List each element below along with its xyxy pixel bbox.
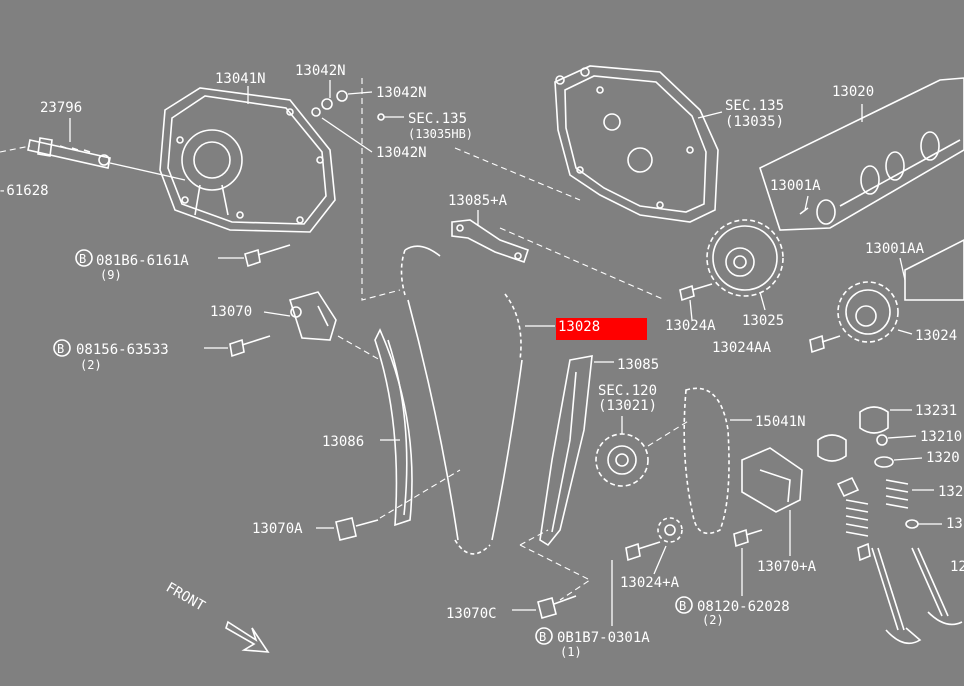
label-15041N: 15041N <box>755 414 806 430</box>
label-sec120-ref: (13021) <box>598 398 657 414</box>
crank-sprocket[interactable] <box>595 433 649 487</box>
label-13070: 13070 <box>210 304 252 320</box>
slack-guide-13086[interactable] <box>374 328 413 527</box>
front-cover-part[interactable] <box>159 87 336 233</box>
valve-spring[interactable] <box>845 479 909 537</box>
bolt-08120[interactable] <box>733 528 763 548</box>
oring-part[interactable] <box>321 98 333 110</box>
valve-seal[interactable] <box>905 519 919 529</box>
bolt-081B6[interactable] <box>244 244 291 268</box>
valve-lifter-2[interactable] <box>817 434 847 462</box>
label-08156-qty: (2) <box>80 358 102 372</box>
bolt-13070C[interactable] <box>537 595 577 619</box>
label-1320: 1320 <box>926 450 960 466</box>
label-08120-qty: (2) <box>702 613 724 627</box>
bolt-symbol-icon-2 <box>53 339 71 357</box>
bolt-symbol-icon <box>75 249 93 267</box>
label-13070C: 13070C <box>446 606 497 622</box>
label-13042N-top: 13042N <box>295 63 346 79</box>
label-13001A: 13001A <box>770 178 821 194</box>
timing-chain-13028[interactable] <box>400 245 523 555</box>
label-23796: 23796 <box>40 100 82 116</box>
cam-sprocket-right[interactable] <box>837 281 899 343</box>
valve-lifter-13231[interactable] <box>859 406 889 434</box>
label-13020: 13020 <box>832 84 874 100</box>
tensioner-13070pA[interactable] <box>741 447 803 513</box>
label-13001AA: 13001AA <box>865 241 925 257</box>
circle-b-3: B <box>679 599 686 613</box>
front-arrow-icon <box>225 620 270 653</box>
label-sec135-a: SEC.135 <box>408 111 467 127</box>
label-13024A: 13024A <box>665 318 716 334</box>
circle-b-2: B <box>57 342 64 356</box>
label-13025: 13025 <box>742 313 784 329</box>
label-sec135-b-ref: (13035) <box>725 114 784 130</box>
bolt-13024A[interactable] <box>679 283 713 302</box>
label-13042N-low: 13042N <box>376 145 427 161</box>
label-sec135-a-ref: (13035HB) <box>408 127 473 141</box>
valve-stem[interactable] <box>871 547 963 645</box>
cam-sprocket-13025[interactable] <box>706 219 784 297</box>
tension-guide-13085[interactable] <box>539 355 593 547</box>
label-0B1B7-qty: (1) <box>560 645 582 659</box>
bolt-08156[interactable] <box>229 335 271 358</box>
chain-guide-13085A[interactable] <box>451 219 530 264</box>
label-13024pA: 13024+A <box>620 575 680 591</box>
label-sec120: SEC.120 <box>598 383 657 399</box>
label-0B1B7: 0B1B7-0301A <box>557 630 650 646</box>
highlight-13028 <box>556 318 647 340</box>
label-61628: -61628 <box>0 183 49 199</box>
label-08156: 08156-63533 <box>76 342 169 358</box>
label-132: 132 <box>938 484 963 500</box>
label-13028: 13028 <box>558 319 600 335</box>
front-label: FRONT <box>163 580 208 615</box>
label-13042N-mid: 13042N <box>376 85 427 101</box>
bolt-13070A[interactable] <box>335 517 379 541</box>
label-13086: 13086 <box>322 434 364 450</box>
bolt-symbol-icon-4 <box>535 627 553 645</box>
label-sec135-b: SEC.135 <box>725 98 784 114</box>
bolt-13024AA[interactable] <box>809 334 841 354</box>
label-081B6-qty: (9) <box>100 268 122 282</box>
oil-pump-chain-15041N[interactable] <box>683 387 730 535</box>
label-13210: 13210 <box>920 429 962 445</box>
label-13231: 13231 <box>915 403 957 419</box>
label-13024-right: 13024 <box>915 328 957 344</box>
retainer-1320[interactable] <box>874 456 894 468</box>
label-13070pA: 13070+A <box>757 559 817 575</box>
cam-sensor-part[interactable] <box>27 137 111 169</box>
label-08120: 08120-62028 <box>697 599 790 615</box>
cylinder-head-housing-part[interactable] <box>554 65 719 223</box>
label-13041N: 13041N <box>215 71 266 87</box>
bolt-13024pA[interactable] <box>625 541 661 562</box>
label-13024AA: 13024AA <box>712 340 772 356</box>
label-13085A: 13085+A <box>448 193 508 209</box>
label-13-a: 13 <box>946 516 963 532</box>
label-081B6: 081B6-6161A <box>96 253 189 269</box>
camshaft-part[interactable] <box>759 77 964 231</box>
label-12-a: 12 <box>950 559 964 575</box>
bolt-symbol-icon-3 <box>675 596 693 614</box>
label-13085: 13085 <box>617 357 659 373</box>
circle-b-4: B <box>539 630 546 644</box>
label-13070A: 13070A <box>252 521 303 537</box>
oil-pump-sprocket[interactable] <box>657 517 683 543</box>
circle-b-1: B <box>79 252 86 266</box>
chain-tensioner-13070[interactable] <box>288 291 337 341</box>
collet-13210[interactable] <box>876 434 888 446</box>
